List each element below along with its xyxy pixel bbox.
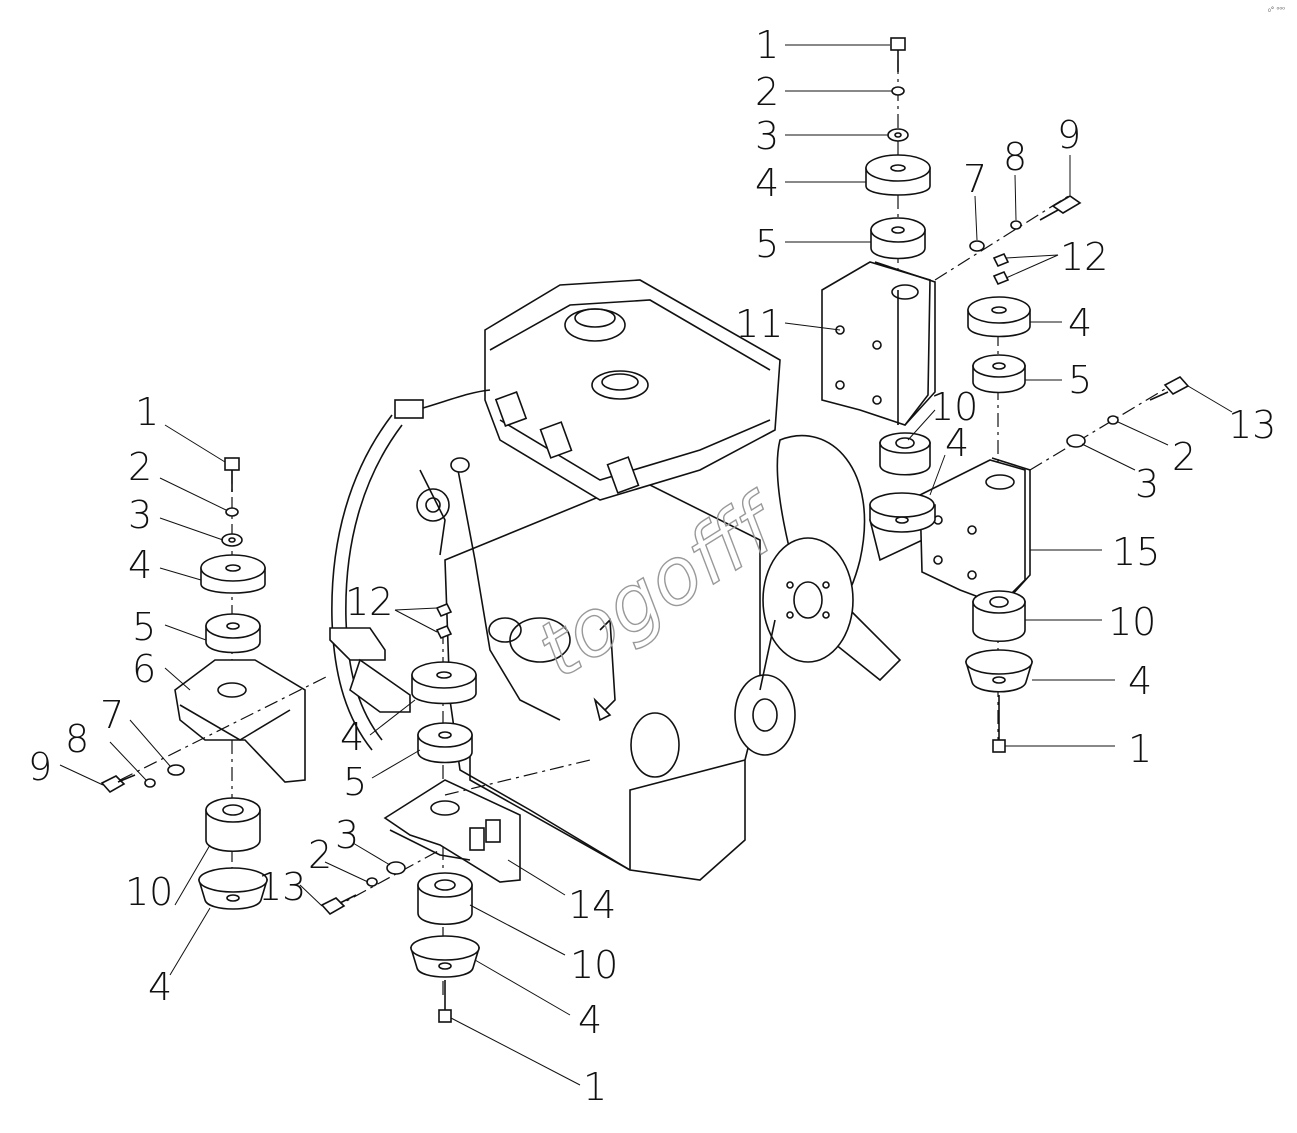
callout-4: 4 — [148, 965, 172, 1009]
callout-10: 10 — [125, 870, 173, 914]
callout-4: 4 — [945, 421, 969, 465]
corner-mark: ₀° ⁰⁰⁰ — [1268, 6, 1285, 14]
callout-1: 1 — [135, 390, 159, 434]
callout-4: 4 — [128, 543, 152, 587]
callout-labels: 1 2 3 4 5 7 8 9 11 12 4 5 13 2 3 10 4 15… — [28, 23, 1276, 1109]
callout-10: 10 — [1108, 600, 1156, 644]
callout-2: 2 — [755, 70, 779, 114]
callout-8: 8 — [65, 717, 89, 761]
callout-1: 1 — [1128, 727, 1152, 771]
callout-5: 5 — [132, 605, 156, 649]
callout-15: 15 — [1112, 530, 1160, 574]
callout-12: 12 — [1060, 235, 1108, 279]
callout-3: 3 — [335, 813, 359, 857]
callout-4: 4 — [1068, 301, 1092, 345]
callout-7: 7 — [963, 157, 987, 201]
callout-8: 8 — [1003, 135, 1027, 179]
callout-2: 2 — [308, 833, 332, 877]
center-mount-stack — [320, 602, 591, 1023]
callout-5: 5 — [343, 760, 367, 804]
left-mount-stack — [100, 457, 331, 910]
callout-4: 4 — [578, 998, 602, 1042]
callout-4: 4 — [1128, 659, 1152, 703]
callout-7: 7 — [100, 693, 124, 737]
top-right-mount-stack — [821, 37, 1082, 430]
callout-4: 4 — [340, 715, 364, 759]
callout-5: 5 — [1068, 358, 1092, 402]
callout-9: 9 — [28, 745, 52, 789]
callout-3: 3 — [1135, 462, 1159, 506]
callout-14: 14 — [568, 883, 616, 927]
engine-assembly — [329, 279, 966, 881]
callout-13: 13 — [1228, 403, 1276, 447]
callout-11: 11 — [735, 302, 783, 346]
callout-1: 1 — [755, 23, 779, 67]
right-mount-stack — [919, 296, 1190, 753]
callout-6: 6 — [132, 647, 156, 691]
callout-13: 13 — [258, 865, 306, 909]
callout-2: 2 — [1172, 435, 1196, 479]
callout-1: 1 — [583, 1065, 607, 1109]
callout-3: 3 — [128, 493, 152, 537]
callout-4: 4 — [755, 161, 779, 205]
mid-mount-parts — [869, 432, 936, 533]
callout-2: 2 — [128, 445, 152, 489]
callout-9: 9 — [1057, 113, 1081, 157]
callout-12: 12 — [345, 580, 393, 624]
callout-10: 10 — [570, 943, 618, 987]
callout-5: 5 — [755, 222, 779, 266]
callout-3: 3 — [755, 114, 779, 158]
callout-10: 10 — [930, 385, 978, 429]
leader-lines — [59, 44, 1233, 1086]
